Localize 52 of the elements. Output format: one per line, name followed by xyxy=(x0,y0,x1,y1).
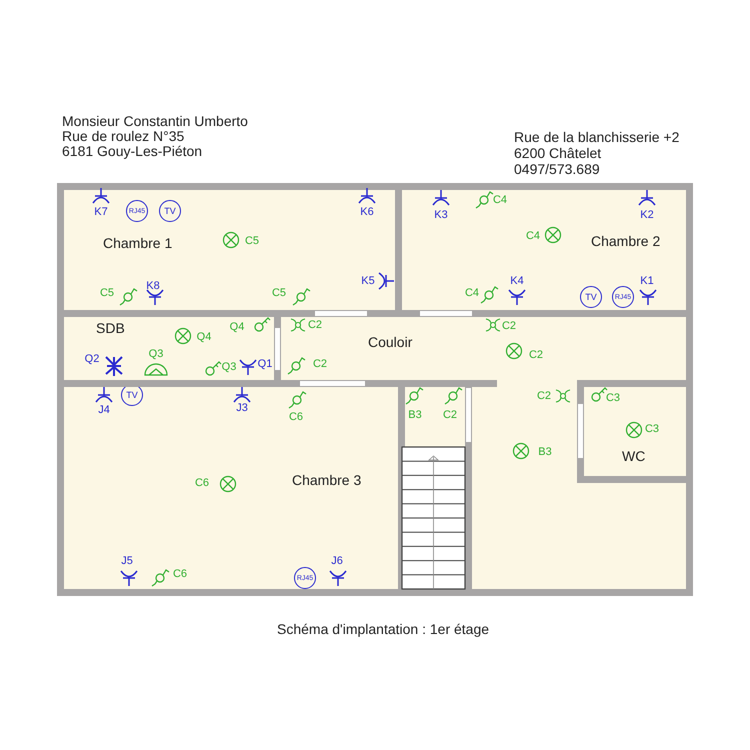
address-line: Rue de roulez N°35 xyxy=(62,128,184,144)
address-line: 6181 Gouy-Les-Piéton xyxy=(62,143,202,159)
circuit-label: J6 xyxy=(331,555,343,567)
circuit-label: J5 xyxy=(121,555,133,567)
outlet-symbol: TV xyxy=(159,200,181,222)
circuit-label: Q1 xyxy=(258,358,272,370)
circuit-label: B3 xyxy=(538,446,552,458)
address-line: Rue de la blanchisserie +2 xyxy=(514,129,680,145)
room-name: Couloir xyxy=(368,334,412,350)
room-name: Chambre 3 xyxy=(292,472,362,488)
circuit-label: K1 xyxy=(640,275,654,287)
caption: Schéma d'implantation : 1er étage xyxy=(277,621,490,637)
circuit-label: K2 xyxy=(640,209,654,221)
circuit-label: C2 xyxy=(536,390,552,402)
circuit-label: K7 xyxy=(94,206,108,218)
circuit-label: C2 xyxy=(308,319,322,331)
circuit-label: C2 xyxy=(528,349,544,361)
circuit-label: C3 xyxy=(606,392,620,404)
circuit-label: Q2 xyxy=(84,353,100,365)
room-name: Chambre 2 xyxy=(591,233,660,249)
outlet-symbol: TV xyxy=(580,286,602,308)
room-name: WC xyxy=(622,448,646,464)
circuit-label: J4 xyxy=(98,404,110,416)
circuit-label: C2 xyxy=(312,358,328,370)
circuit-label: C4 xyxy=(464,287,480,299)
circuit-label: K8 xyxy=(146,280,160,292)
circuit-label: C6 xyxy=(288,411,304,423)
circuit-label: Q3 xyxy=(148,348,164,360)
circuit-label: Q3 xyxy=(222,361,236,373)
circuit-label: C5 xyxy=(272,287,286,299)
circuit-label: C5 xyxy=(100,287,114,299)
address-line: 6200 Châtelet xyxy=(514,145,602,161)
circuit-label: K4 xyxy=(510,275,524,287)
circuit-label: C2 xyxy=(442,409,458,421)
circuit-label: C2 xyxy=(502,320,516,332)
circuit-label: C6 xyxy=(172,568,188,580)
circuit-label: K3 xyxy=(434,209,448,221)
circuit-label: C6 xyxy=(194,477,210,489)
room-name: Chambre 1 xyxy=(103,235,172,251)
circuit-label: B3 xyxy=(408,409,422,421)
circuit-label: C4 xyxy=(526,230,540,242)
circuit-label: K5 xyxy=(361,275,375,287)
room-name: SDB xyxy=(96,320,125,336)
circuit-label: Q4 xyxy=(196,331,212,343)
circuit-label: C5 xyxy=(244,235,260,247)
circuit-label: Q4 xyxy=(230,321,244,333)
address-line: 0497/573.689 xyxy=(514,161,600,177)
circuit-label: C4 xyxy=(492,194,508,206)
circuit-label: J3 xyxy=(236,402,248,414)
circuit-label: C3 xyxy=(644,423,660,435)
circuit-label: K6 xyxy=(360,206,374,218)
address-line: Monsieur Constantin Umberto xyxy=(62,113,248,129)
